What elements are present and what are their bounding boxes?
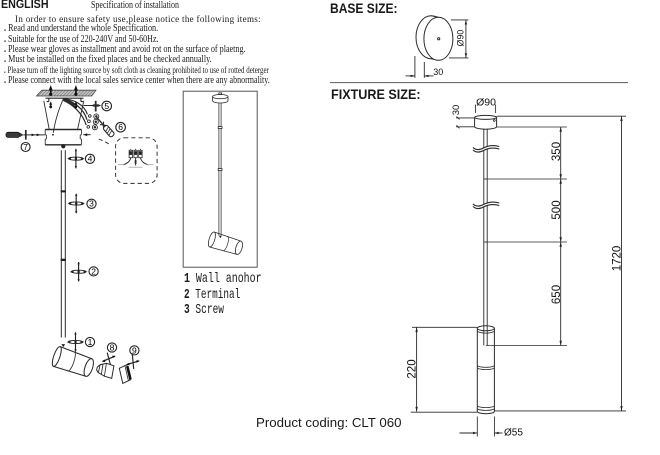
svg-text:30: 30 xyxy=(451,105,462,116)
svg-text:6: 6 xyxy=(118,122,123,132)
svg-text:3: 3 xyxy=(89,199,94,209)
svg-text:30: 30 xyxy=(433,67,443,77)
svg-text:1720: 1720 xyxy=(611,246,623,272)
svg-text:350: 350 xyxy=(551,142,563,161)
svg-text:500: 500 xyxy=(551,200,563,219)
svg-text:Ø90: Ø90 xyxy=(476,96,496,108)
svg-text:1: 1 xyxy=(88,337,93,347)
svg-text:8: 8 xyxy=(110,342,115,352)
svg-text:9: 9 xyxy=(132,345,137,355)
svg-text:Ø90: Ø90 xyxy=(455,30,465,47)
svg-text:7: 7 xyxy=(23,142,28,152)
svg-text:5: 5 xyxy=(104,101,109,111)
svg-text:Ø55: Ø55 xyxy=(504,428,523,439)
svg-text:650: 650 xyxy=(551,285,563,304)
svg-text:4: 4 xyxy=(88,154,93,164)
svg-text:2: 2 xyxy=(91,266,96,276)
svg-text:220: 220 xyxy=(406,359,418,378)
